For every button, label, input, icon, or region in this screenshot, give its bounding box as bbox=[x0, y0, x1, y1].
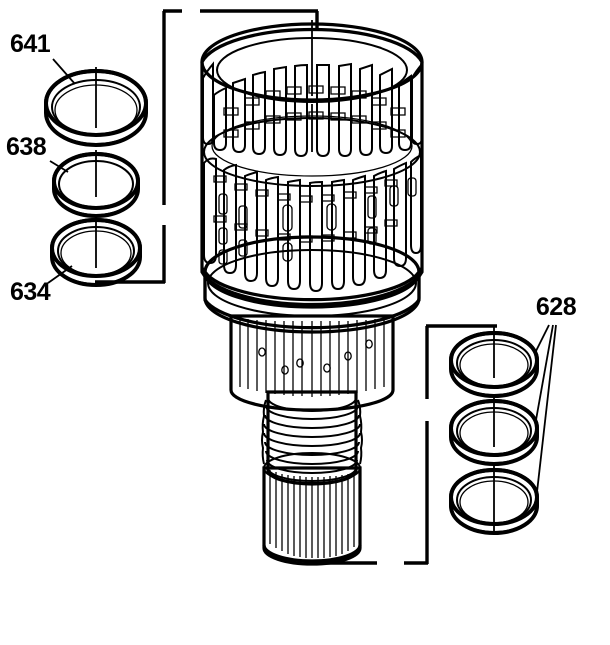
ref-label-638: 638 bbox=[6, 133, 47, 161]
lower-drum-slot-windows bbox=[218, 177, 417, 265]
taper-ribs bbox=[239, 318, 385, 397]
seal-ring-628-top bbox=[449, 327, 539, 398]
leader-628-a bbox=[534, 324, 550, 354]
slotted-cylindrical-filter-body bbox=[200, 20, 424, 566]
ribbed-taper-section bbox=[229, 314, 395, 412]
upper-drum-staves bbox=[202, 61, 423, 158]
ref-label-641: 641 bbox=[10, 30, 51, 58]
seal-ring-stack-right bbox=[449, 327, 539, 535]
leader-634 bbox=[47, 265, 73, 284]
ref-label-634: 634 bbox=[10, 278, 51, 306]
left-assembly-bracket bbox=[95, 9, 319, 284]
seal-ring-628-bottom bbox=[449, 465, 539, 535]
seal-ring-641 bbox=[44, 67, 148, 147]
leader-lines bbox=[47, 58, 557, 493]
leader-628-c bbox=[536, 324, 557, 493]
bellows-corrugated-section bbox=[261, 390, 363, 486]
leader-638 bbox=[49, 160, 69, 173]
seal-ring-634 bbox=[50, 216, 142, 287]
taper-bolt-holes bbox=[258, 339, 373, 375]
leader-641 bbox=[52, 58, 76, 85]
seal-ring-638 bbox=[52, 150, 140, 218]
splined-shaft-end bbox=[262, 452, 362, 566]
seal-ring-stack-left bbox=[44, 67, 148, 287]
seal-ring-628-middle bbox=[449, 396, 539, 466]
upper-drum-tie-bars bbox=[223, 85, 406, 138]
leader-628-b bbox=[535, 324, 554, 421]
ref-label-628: 628 bbox=[536, 293, 577, 321]
shaft-splines bbox=[269, 470, 355, 558]
reference-labels: 641 638 634 628 bbox=[6, 30, 577, 321]
lower-drum-tie-bars bbox=[213, 175, 398, 243]
